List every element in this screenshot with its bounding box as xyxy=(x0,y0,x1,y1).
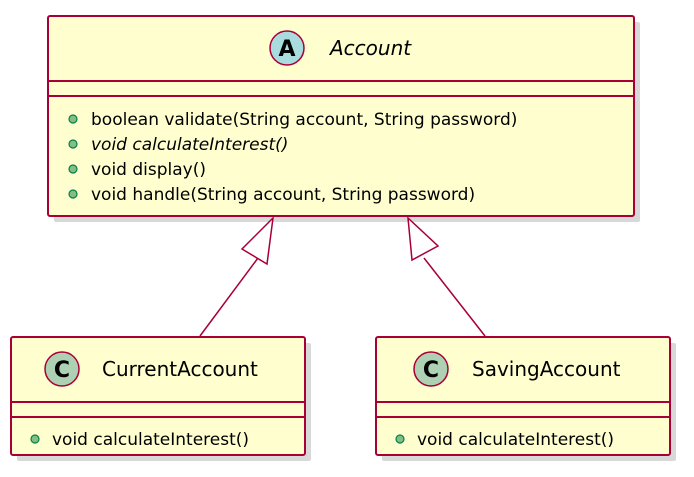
class-account[interactable]: A Account boolean validate(String accoun… xyxy=(47,15,635,217)
badge-letter: C xyxy=(54,358,70,383)
class-badge-icon xyxy=(44,351,80,387)
member-method: void display() xyxy=(91,160,206,180)
member-method: void handle(String account, String passw… xyxy=(91,185,475,205)
class-name: SavingAccount xyxy=(472,357,621,381)
badge-letter: C xyxy=(423,358,439,383)
class-box xyxy=(47,15,635,217)
inheritance-saving-to-account xyxy=(407,216,486,337)
inheritance-arrowhead xyxy=(407,216,440,262)
class-current-account[interactable]: C CurrentAccount void calculateInterest(… xyxy=(10,336,306,456)
abstract-badge-icon xyxy=(269,30,305,66)
member-method: void calculateInterest() xyxy=(52,430,249,450)
public-visibility-icon xyxy=(68,164,78,174)
inheritance-line xyxy=(423,257,486,337)
member-method: void calculateInterest() xyxy=(417,430,614,450)
class-badge-icon xyxy=(413,351,449,387)
public-visibility-icon xyxy=(30,434,40,444)
class-saving-account[interactable]: C SavingAccount void calculateInterest() xyxy=(375,336,671,456)
class-name: Account xyxy=(328,36,412,60)
member-method: boolean validate(String account, String … xyxy=(91,110,517,130)
class-box xyxy=(10,336,306,456)
public-visibility-icon xyxy=(68,114,78,124)
class-box xyxy=(375,336,671,456)
inheritance-arrowhead xyxy=(240,215,275,266)
class-name: CurrentAccount xyxy=(102,357,258,381)
inheritance-line xyxy=(199,257,259,337)
inheritance-current-to-account xyxy=(199,215,275,337)
badge-letter: A xyxy=(278,37,295,62)
member-method-abstract: void calculateInterest() xyxy=(91,135,288,155)
public-visibility-icon xyxy=(68,189,78,199)
public-visibility-icon xyxy=(395,434,405,444)
public-visibility-icon xyxy=(68,139,78,149)
